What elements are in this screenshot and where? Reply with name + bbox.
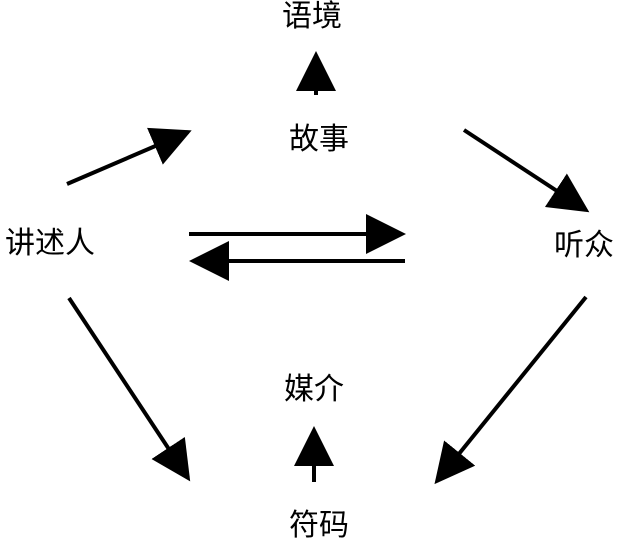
node-audience: 听众: [554, 228, 614, 263]
arrow-narrator-to-code: [67, 296, 191, 482]
node-code: 符码: [289, 508, 349, 543]
arrow-narrator-to-story: [66, 127, 192, 186]
arrow-audience-to-code: [434, 295, 588, 485]
node-context: 语境: [282, 0, 342, 34]
node-narrator: 讲述人: [5, 226, 95, 261]
node-medium: 媒介: [284, 372, 344, 407]
arrow-story-to-audience: [462, 128, 590, 213]
node-story: 故事: [289, 122, 349, 157]
